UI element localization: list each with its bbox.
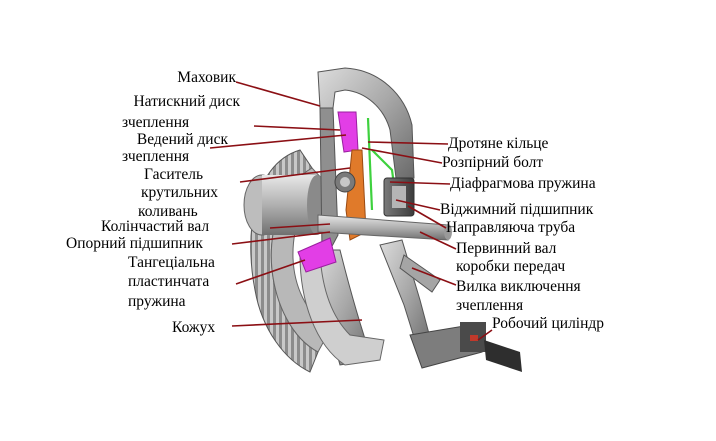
label-damper-line3: коливань: [138, 203, 198, 220]
label-guide-tube: Направляюча труба: [446, 219, 576, 236]
label-driven-disc-line1: Ведений диск: [136, 131, 228, 148]
label-slave-cylinder: Робочий циліндр: [492, 315, 605, 332]
label-diaphragm-spring: Діафрагмова пружина: [450, 175, 596, 192]
label-spacer-bolt: Розпірний болт: [442, 154, 544, 171]
slave-cylinder: [409, 322, 522, 372]
pressure-plate-lower-highlight: [297, 237, 337, 273]
clutch-housing: [299, 67, 415, 366]
label-tangential-line1: Тангеціальна: [128, 254, 215, 271]
label-pressure-plate-line1: Натискний диск: [133, 93, 240, 110]
crankshaft-end: [243, 174, 327, 236]
gearbox-input-shaft: [317, 214, 452, 241]
label-pressure-plate-line2: зчеплення: [122, 114, 190, 131]
pressure-plate-highlight: [337, 111, 359, 153]
label-damper-line1: Гаситель: [144, 166, 204, 183]
label-tangential-line2: пластинчата: [128, 273, 210, 290]
label-tangential-line3: пружина: [128, 293, 186, 310]
label-release-bearing: Віджимний підшипник: [440, 201, 594, 218]
label-release-fork-line1: Вилка виключення: [456, 278, 581, 295]
label-housing: Кожух: [172, 319, 216, 336]
label-input-shaft-line2: коробки передач: [456, 258, 566, 275]
label-support-bearing: Опорний підшипник: [66, 235, 203, 252]
label-flywheel: Маховик: [177, 69, 236, 86]
label-driven-disc-line2: зчеплення: [122, 148, 190, 165]
label-crankshaft: Колінчастий вал: [101, 218, 210, 235]
label-damper-line2: крутильних: [141, 184, 219, 201]
leader-lines: [209, 81, 493, 341]
label-input-shaft-line1: Первинний вал: [456, 240, 557, 257]
release-bearing: [383, 177, 415, 217]
label-wire-ring: Дротяне кільце: [448, 135, 549, 152]
label-release-fork-line2: зчеплення: [456, 297, 524, 314]
